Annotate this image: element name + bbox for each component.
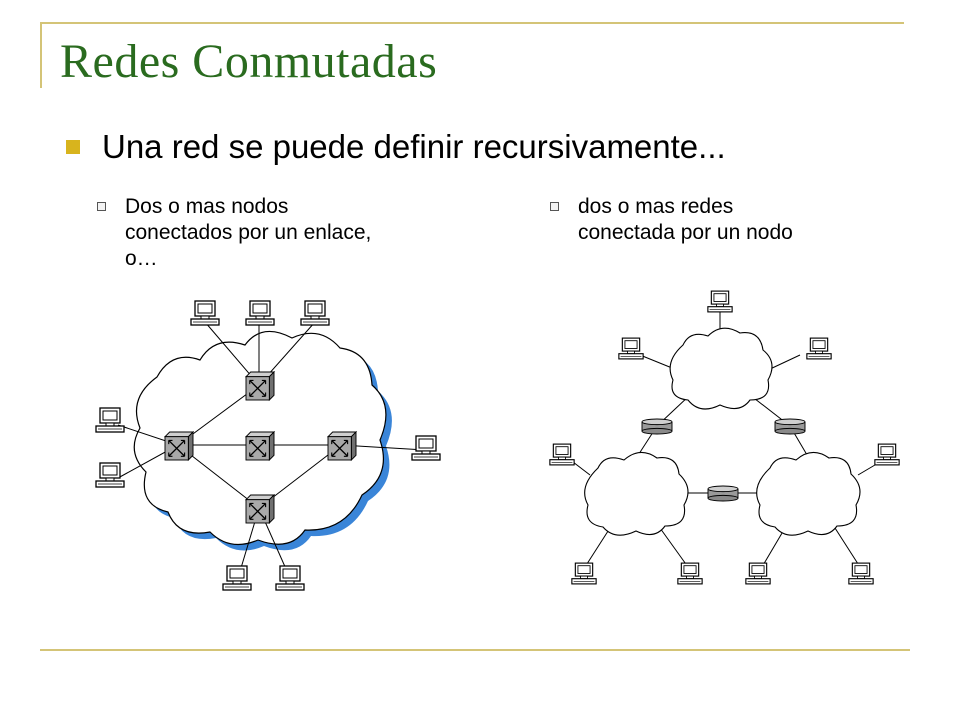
cloud-top	[669, 327, 773, 410]
computer-icon	[95, 462, 125, 488]
computer-icon	[411, 435, 441, 461]
switch-icon	[164, 431, 194, 461]
computer-icon	[275, 565, 305, 591]
top-rule	[40, 22, 904, 24]
slide-title: Redes Conmutadas	[60, 35, 438, 88]
links	[572, 312, 881, 568]
computer-icon	[874, 443, 900, 466]
switch-icon	[245, 371, 275, 401]
sub-bullet-right: dos o mas redes conectada por un nodo	[550, 194, 793, 246]
computer-icon	[677, 562, 703, 585]
cloud-right	[756, 451, 861, 536]
checkbox-bullet-icon	[550, 202, 559, 211]
computer-icon	[618, 337, 644, 360]
checkbox-bullet-icon	[97, 202, 106, 211]
computer-icon	[245, 300, 275, 326]
computer-icon	[806, 337, 832, 360]
main-bullet-text: Una red se puede definir recursivamente.…	[102, 128, 726, 165]
sub-bullet-left: Dos o mas nodos conectados por un enlace…	[97, 194, 371, 272]
left-rule	[40, 22, 42, 88]
main-bullet: Una red se puede definir recursivamente.…	[66, 128, 726, 166]
right-network	[549, 290, 900, 585]
computer-icon	[848, 562, 874, 585]
computer-icon	[95, 407, 125, 433]
switch-icon	[245, 494, 275, 524]
computer-icon	[190, 300, 220, 326]
computer-icon	[222, 565, 252, 591]
sub-bullet-left-text: Dos o mas nodos conectados por un enlace…	[125, 195, 372, 270]
bottom-rule	[40, 649, 910, 651]
computer-icon	[745, 562, 771, 585]
bullet-square-icon	[66, 140, 80, 154]
router-icon	[641, 418, 673, 435]
sub-bullet-right-text: dos o mas redes conectada por un nodo	[578, 195, 793, 244]
switch-icon	[245, 431, 275, 461]
computer-icon	[707, 290, 733, 313]
cloud-left	[584, 451, 689, 536]
router-icon	[707, 485, 739, 502]
switch-icon	[327, 431, 357, 461]
router-icon	[774, 418, 806, 435]
left-network	[95, 300, 441, 591]
computer-icon	[300, 300, 330, 326]
computer-icon	[549, 443, 575, 466]
computer-icon	[571, 562, 597, 585]
